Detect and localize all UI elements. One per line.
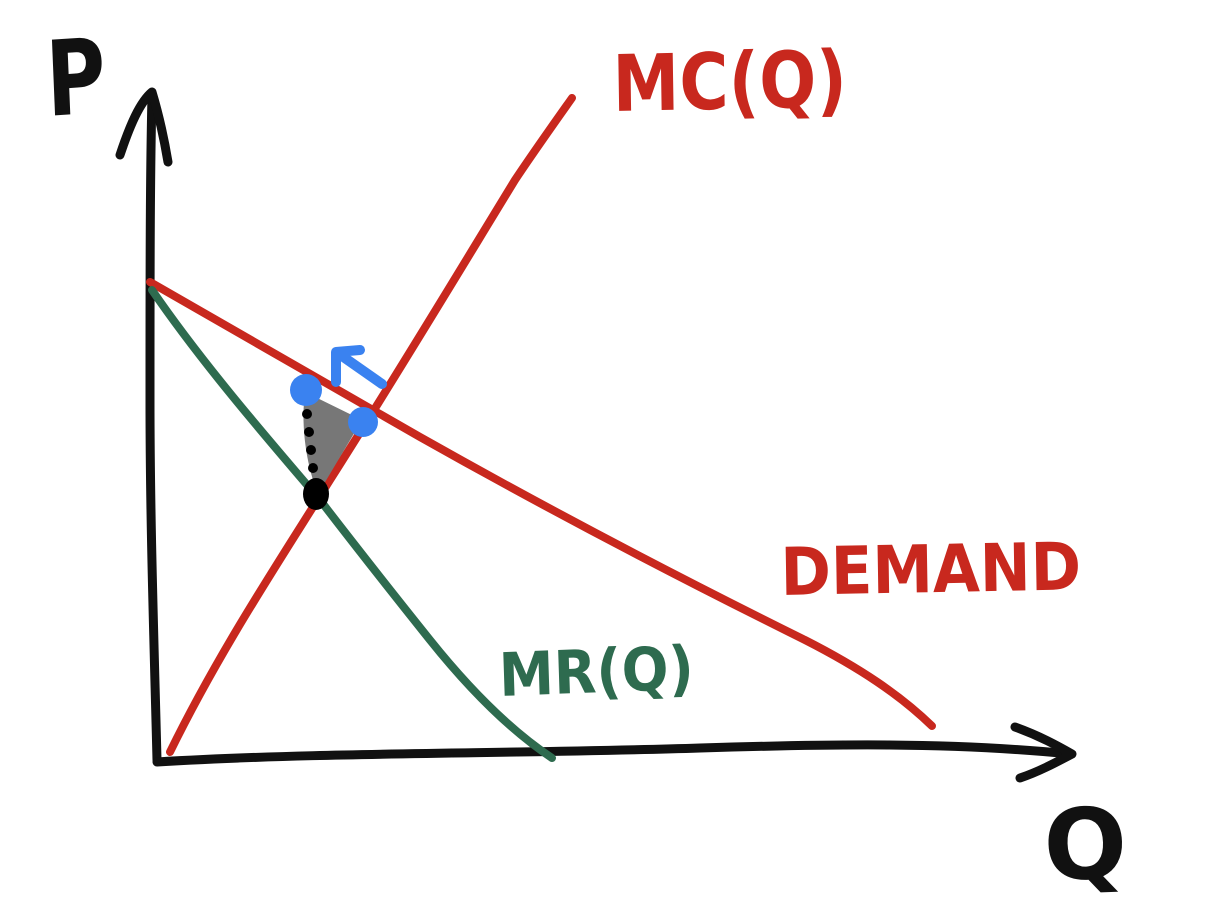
y-axis-label: P (43, 15, 108, 141)
arrow-head (331, 345, 365, 387)
x-axis-label: Q (1041, 787, 1129, 904)
x-axis-arrowhead (1010, 722, 1077, 783)
dot-mark (306, 445, 316, 455)
dot-mark (308, 463, 318, 473)
axes (115, 87, 1077, 783)
movement-arrow (331, 345, 387, 389)
mc-curve-label: MC(Q) (611, 35, 848, 130)
dot-mark (302, 409, 312, 419)
mr-curve (148, 286, 556, 762)
y-axis-arrowhead (115, 87, 173, 167)
dot-mark (304, 427, 314, 437)
demand-curve-label: DEMAND (779, 528, 1082, 611)
competitive-equilibrium-point (348, 407, 378, 437)
mr-curve-label: MR(Q) (497, 633, 695, 711)
y-axis (145, 90, 162, 765)
mc-curve (166, 94, 576, 756)
dotted-line (302, 409, 318, 473)
x-axis (152, 740, 1075, 767)
deadweight-loss-area (303, 392, 362, 494)
arrow-shaft (337, 351, 387, 389)
monopoly-price-point (290, 374, 322, 406)
demand-curve (146, 278, 936, 730)
mr-mc-intersection-point (303, 478, 329, 510)
